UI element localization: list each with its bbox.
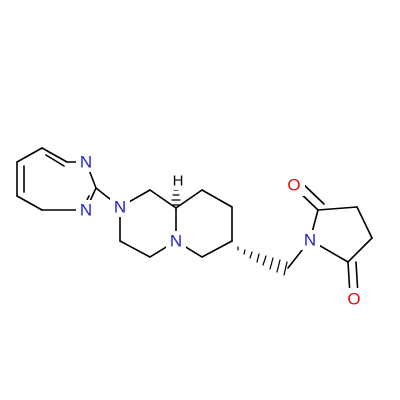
bond — [283, 261, 288, 276]
atom-n: N — [114, 198, 126, 217]
bond — [356, 206, 373, 239]
atom-n: N — [304, 231, 316, 250]
atom-n: N — [80, 201, 92, 220]
hashed-wedge-bond — [231, 240, 288, 276]
hashed-wedge-bond — [171, 189, 181, 206]
bond — [45, 154, 65, 167]
atom-o: O — [287, 176, 300, 195]
bond — [243, 249, 246, 255]
bond — [256, 253, 260, 263]
atom-label-layer: N N N N N O O H — [76, 152, 365, 310]
bond — [201, 189, 233, 208]
bond — [201, 240, 233, 258]
bond — [41, 147, 68, 163]
atom-n: N — [170, 232, 182, 251]
bond — [16, 195, 43, 211]
atom-h: H — [173, 173, 184, 190]
bond — [16, 147, 43, 163]
bond — [276, 259, 281, 273]
bond — [317, 206, 358, 211]
atom-o: O — [347, 290, 360, 309]
bond — [119, 240, 151, 258]
atom-n: N — [80, 153, 92, 172]
bond-layer — [16, 147, 373, 296]
bond — [262, 255, 267, 266]
bond — [269, 257, 274, 270]
bond — [347, 237, 373, 263]
bond — [249, 251, 253, 259]
